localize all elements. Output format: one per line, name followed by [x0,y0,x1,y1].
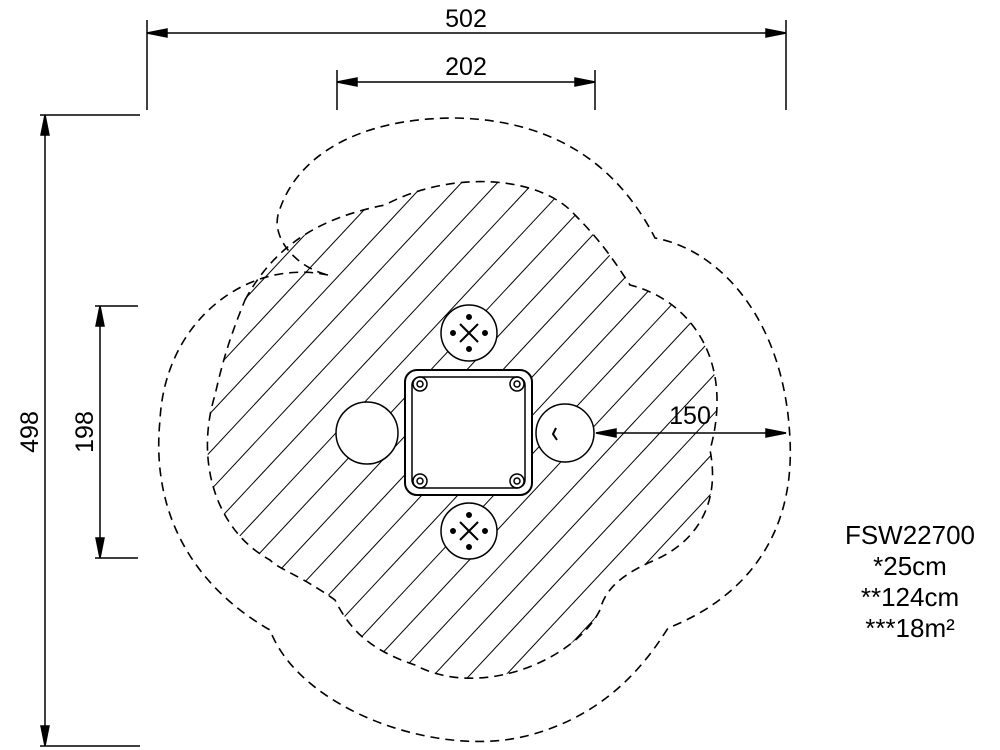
max-height: **124cm [860,582,960,612]
hatch-line [207,181,529,679]
hatch-line [868,150,1000,750]
hatch-line [399,181,718,679]
outer-safety-zone [158,117,792,743]
hatch-line [207,181,421,679]
dimension-clearance [595,428,787,438]
seat-right-mark [551,427,558,441]
dimension-inner-height [95,305,138,559]
hatch-line [687,181,718,679]
dimension-clearance-label: 150 [669,402,711,430]
hatch-line [207,181,385,679]
hatch-line [832,150,1000,750]
product-code: FSW22700 [844,520,976,550]
corner-posts [412,376,525,489]
hatch-line [255,181,718,679]
area: ***18m² [865,613,955,643]
corner-post-bottom-right [509,473,525,489]
seat-left [335,401,399,465]
dimension-inner-height-label: 198 [71,411,99,453]
hatch-line [904,150,1000,750]
fall-height: *25cm [873,551,947,581]
hatch-line [976,150,1000,750]
hatch-line [207,181,493,679]
central-frame-inner [411,376,526,489]
hatch-line [327,181,718,679]
corner-post-top-right [509,376,525,392]
dimension-inner-width-label: 202 [445,53,487,81]
hatch-line [651,181,718,679]
product-spec-block: FSW22700 *25cm **124cm ***18m² [820,520,1000,644]
hatch-line [207,181,457,679]
impact-area-outline [206,180,718,680]
dimension-overall-width [146,20,787,110]
hatch-line [543,181,718,679]
hatch-line [615,181,718,679]
hatch-line [940,150,1000,750]
seat-top-cross-icon [450,314,488,352]
hatch-line [724,150,1000,750]
seat-right [535,403,595,463]
corner-post-top-left [412,376,428,392]
dimension-overall-height [40,114,140,747]
hatch-line [796,150,1000,750]
dimension-overall-height-label: 498 [16,411,44,453]
dimension-overall-width-label: 502 [445,5,487,33]
corner-post-bottom-left [412,473,428,489]
dimension-inner-width [336,70,596,110]
hatch-line [207,181,565,679]
hatch-line [760,150,1000,750]
seat-bottom-cross-icon [450,512,488,550]
hatch-line [207,181,313,679]
hatch-line [363,181,718,679]
hatch-line [207,181,601,679]
central-frame-outer [404,369,533,496]
